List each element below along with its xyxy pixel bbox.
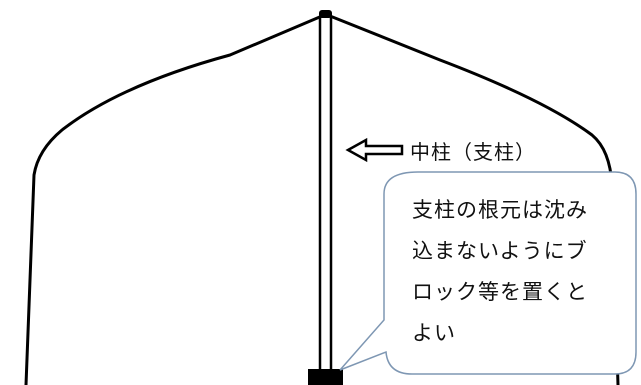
center-pillar xyxy=(318,10,333,372)
callout-line-2: 込まないようにブ xyxy=(412,239,588,263)
callout-line-3: ロック等を置くと xyxy=(412,280,588,304)
callout-bubble xyxy=(339,171,637,375)
tent-right-outline xyxy=(329,14,620,385)
arrow-left-icon xyxy=(345,137,404,163)
base-block xyxy=(308,369,343,385)
callout-text: 支柱の根元は沈み 込まないようにブ ロック等を置くと よい xyxy=(412,190,612,354)
tent-left-outline xyxy=(24,14,323,385)
callout-line-1: 支柱の根元は沈み xyxy=(412,198,588,222)
callout-line-4: よい xyxy=(412,321,456,345)
pillar-label: 中柱（支柱） xyxy=(410,140,536,164)
